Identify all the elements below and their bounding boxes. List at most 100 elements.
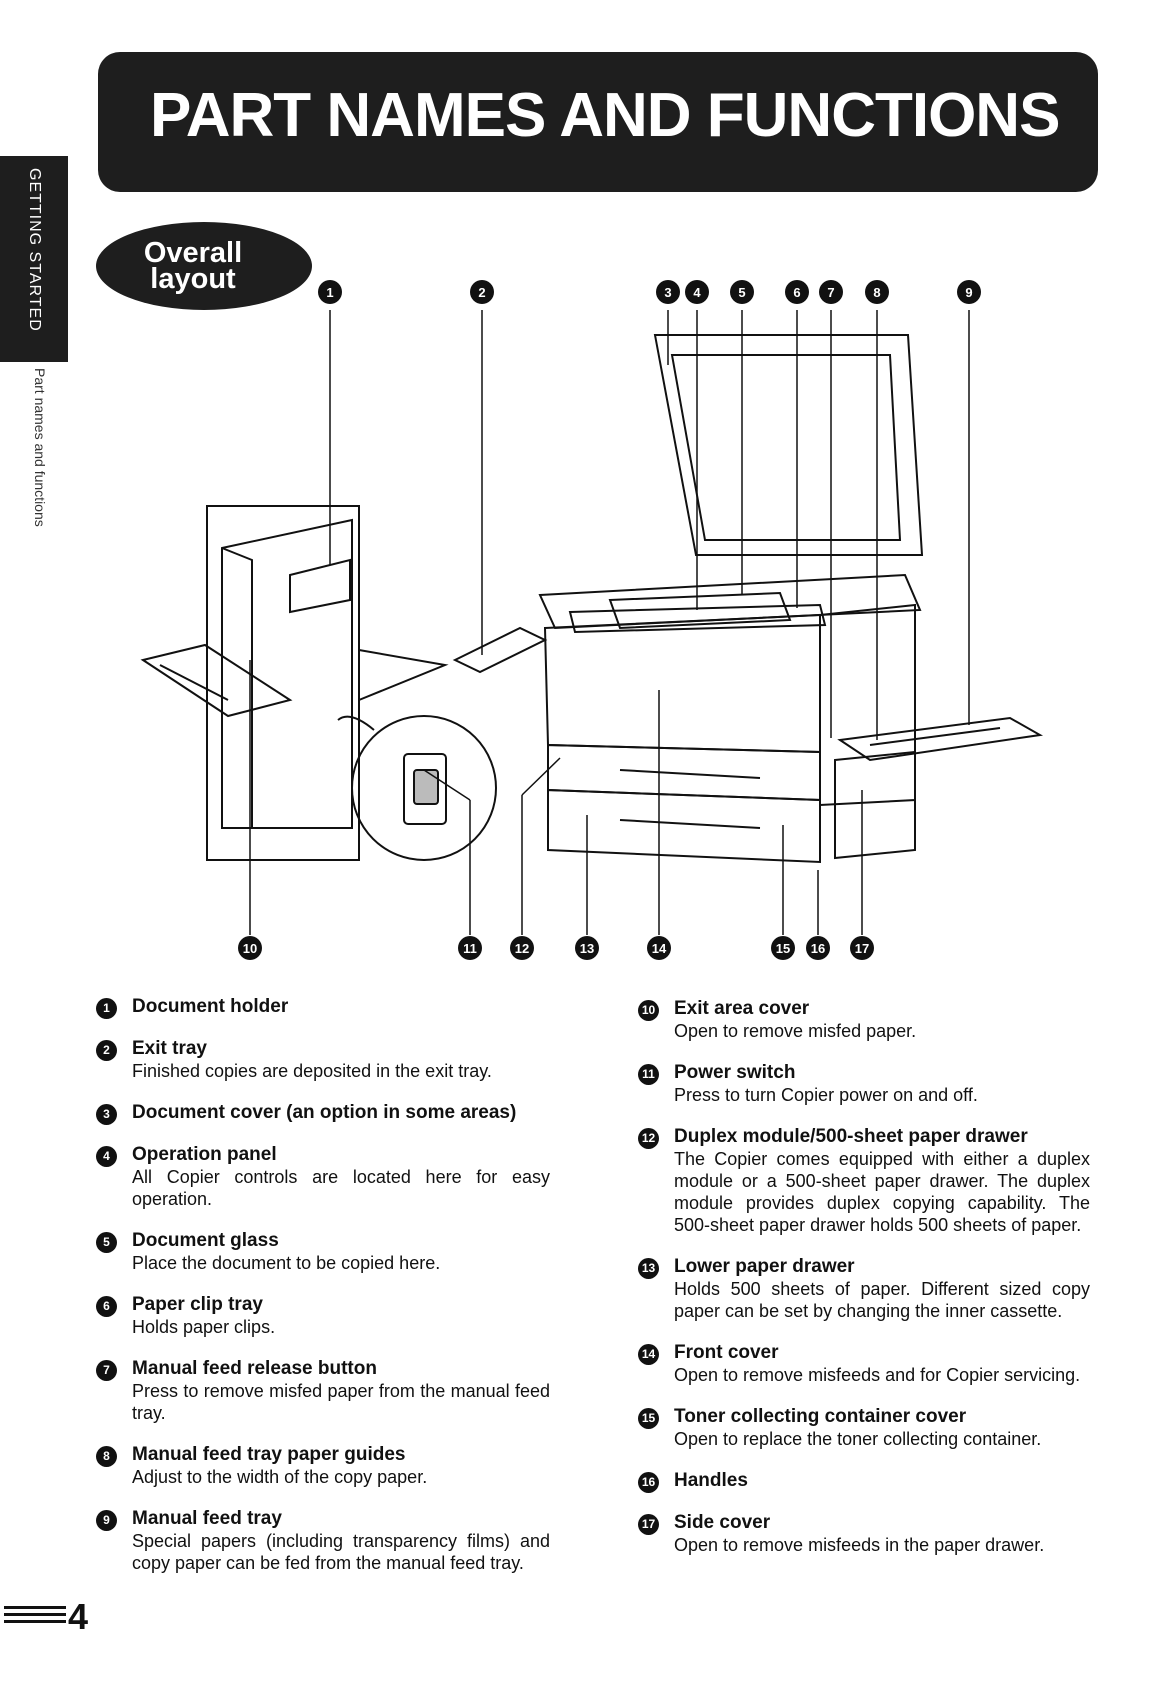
item-number-badge: 12 [638,1128,659,1149]
callout-5: 5 [730,280,754,304]
item-description: Press to turn Copier power on and off. [674,1085,978,1105]
svg-text:8: 8 [873,285,880,300]
page-title: PART NAMES AND FUNCTIONS [150,81,1060,150]
list-item: 14 Front cover Open to remove misfeeds a… [638,1342,1090,1386]
item-number-badge: 4 [96,1146,117,1167]
item-number-badge: 3 [96,1104,117,1125]
operation-panel-drawing [568,603,827,634]
list-item: 2 Exit tray Finished copies are deposite… [96,1038,550,1082]
callout-8: 8 [865,280,889,304]
callout-7: 7 [819,280,843,304]
callout-10: 10 [238,936,262,960]
callout-6: 6 [785,280,809,304]
item-number-badge: 10 [638,1000,659,1021]
item-title: Manual feed tray paper guides [132,1444,406,1465]
item-description: All Copier controls are located here for… [132,1167,550,1209]
item-title: Duplex module/500-sheet paper drawer [674,1126,1028,1147]
item-title: Toner collecting container cover [674,1406,967,1427]
callout-17: 17 [850,936,874,960]
side-view-body [221,518,353,829]
svg-text:14: 14 [652,941,667,956]
page-number-marker [4,1606,66,1626]
item-number-badge: 6 [96,1296,117,1317]
svg-text:5: 5 [738,285,745,300]
manual-feed-tray-drawing [837,716,1044,762]
list-item: 16 Handles [638,1470,1090,1493]
item-title: Manual feed tray [132,1508,282,1529]
list-item: 7 Manual feed release button Press to re… [96,1358,550,1424]
page-number: 4 [68,1596,89,1637]
side-cover-drawing [834,750,916,860]
item-title: Lower paper drawer [674,1256,855,1277]
header-banner: PART NAMES AND FUNCTIONS [98,52,1098,192]
svg-text:11: 11 [463,941,477,956]
item-title: Handles [674,1470,748,1491]
item-description: Holds paper clips. [132,1317,276,1337]
callout-3: 3 [656,280,680,304]
item-title: Document cover (an option in some areas) [132,1102,517,1123]
svg-text:13: 13 [580,941,594,956]
item-title: Manual feed release button [132,1358,377,1379]
item-number-badge: 8 [96,1446,117,1467]
overall-layout-heading: Overall layout [96,222,312,310]
svg-text:7: 7 [827,285,834,300]
exit-area-cover-drawing [289,558,351,614]
svg-text:2: 2 [478,285,485,300]
callout-1: 1 [318,280,342,304]
list-item: 8 Manual feed tray paper guides Adjust t… [96,1444,550,1488]
callout-15: 15 [771,936,795,960]
callout-16: 16 [806,936,830,960]
list-item: 6 Paper clip tray Holds paper clips. [96,1294,550,1338]
item-number-badge: 14 [638,1344,659,1365]
callout-14: 14 [647,936,671,960]
document-glass-drawing [608,591,792,630]
item-description: Holds 500 sheets of paper. Different siz… [674,1279,1090,1321]
item-title: Exit tray [132,1038,207,1059]
parts-list-right: 10 Exit area cover Open to remove misfed… [638,998,1090,1576]
document-cover-drawing [653,334,924,556]
svg-text:4: 4 [693,285,701,300]
overall-heading-line-2: layout [150,263,236,295]
callout-2: 2 [470,280,494,304]
item-number-badge: 1 [96,998,117,1019]
list-item: 17 Side cover Open to remove misfeeds in… [638,1512,1090,1556]
item-title: Power switch [674,1062,796,1083]
copier-diagram: 1 2 3 4 5 6 7 8 9 10 11 12 13 14 15 16 1… [140,280,1044,960]
list-item: 1 Document holder [96,996,550,1019]
side-view-inset [206,505,360,861]
item-number-badge: 7 [96,1360,117,1381]
item-title: Exit area cover [674,998,810,1019]
section-tab: GETTING STARTED [0,156,68,362]
svg-text:12: 12 [515,941,529,956]
list-item: 11 Power switch Press to turn Copier pow… [638,1062,1090,1106]
callout-9: 9 [957,280,981,304]
item-description: Open to remove misfeeds in the paper dra… [674,1535,1045,1555]
item-description: Open to replace the toner collecting con… [674,1429,1042,1449]
item-description: Place the document to be copied here. [132,1253,441,1273]
callout-4: 4 [685,280,709,304]
list-item: 9 Manual feed tray Special papers (inclu… [96,1508,550,1574]
item-title: Operation panel [132,1144,277,1165]
item-title: Side cover [674,1512,771,1533]
list-item: 3 Document cover (an option in some area… [96,1102,550,1125]
svg-text:3: 3 [664,285,671,300]
copier-body-drawing [543,613,821,754]
list-item: 4 Operation panel All Copier controls ar… [96,1144,550,1210]
lower-drawer-drawing [547,788,821,864]
list-item: 5 Document glass Place the document to b… [96,1230,550,1274]
item-number-badge: 9 [96,1510,117,1531]
svg-text:1: 1 [326,285,333,300]
item-number-badge: 5 [96,1232,117,1253]
power-switch-drawing [403,753,447,825]
parts-list-left: 1 Document holder 2 Exit tray Finished c… [96,996,550,1594]
item-description: Open to remove misfeeds and for Copier s… [674,1365,1081,1385]
exit-tray-side-drawing [140,643,293,718]
item-description: Special papers (including transparency f… [132,1531,550,1573]
item-number-badge: 13 [638,1258,659,1279]
item-description: Adjust to the width of the copy paper. [132,1467,428,1487]
item-title: Paper clip tray [132,1294,263,1315]
callout-11: 11 [458,936,482,960]
section-running-label: Part names and functions [32,368,48,527]
svg-text:17: 17 [855,941,869,956]
item-title: Front cover [674,1342,779,1363]
